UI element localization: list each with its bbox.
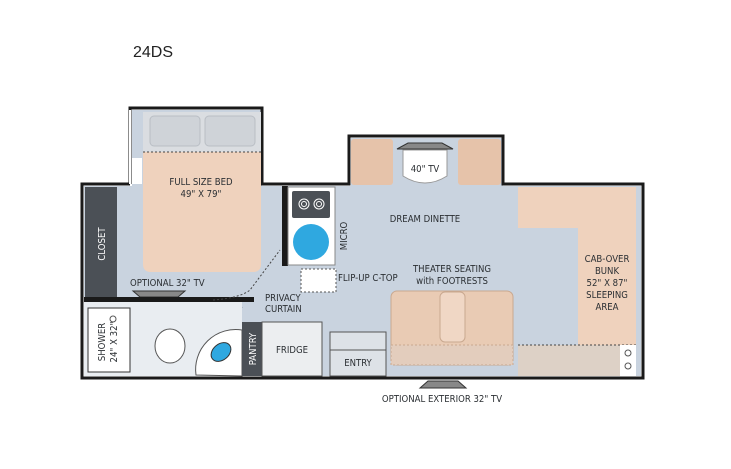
cab-over-label: CAB-OVER <box>585 254 630 265</box>
privacy-label: PRIVACY <box>265 293 301 304</box>
pillow <box>149 115 201 147</box>
bath-wall <box>84 297 254 302</box>
micro-label: MICRO <box>339 221 350 250</box>
exterior-tv-icon <box>418 380 468 389</box>
bed-label: FULL SIZE BED <box>169 177 233 188</box>
tv-icon <box>396 142 454 150</box>
bed-side-step <box>132 158 142 184</box>
flip-up-countertop <box>300 268 337 293</box>
closet <box>85 187 117 297</box>
kitchen-sink <box>293 224 329 260</box>
dinette-seat-right <box>458 139 501 185</box>
cab-over-bunk <box>518 187 636 345</box>
dinette-table <box>402 149 448 184</box>
theater-label: THEATER SEATING <box>412 264 491 275</box>
pantry-label: PANTRY <box>248 332 259 365</box>
cooktop <box>292 191 330 218</box>
optional-tv-label: OPTIONAL 32" TV <box>130 278 205 289</box>
bunk-size: 52" X 87" <box>587 278 628 289</box>
toilet <box>154 328 186 364</box>
fridge-label: FRIDGE <box>276 345 308 356</box>
shower-size: 24" X 32" <box>109 321 120 362</box>
pillow <box>204 115 256 147</box>
bath-sink <box>210 342 232 362</box>
footrests <box>390 344 514 366</box>
entry-door <box>329 331 387 377</box>
bed <box>143 152 261 272</box>
closet-label: CLOSET <box>97 227 108 261</box>
privacy-curtain <box>212 249 281 301</box>
exterior-tv-label: OPTIONAL EXTERIOR 32" TV <box>382 394 502 405</box>
dinette-label: DREAM DINETTE <box>390 214 460 225</box>
cab-seats <box>518 345 620 376</box>
flip-up-label: FLIP-UP C-TOP <box>338 273 398 284</box>
entry-label: ENTRY <box>344 358 372 369</box>
area-label: AREA <box>595 302 618 313</box>
tv40-label: 40" TV <box>411 164 440 175</box>
shower <box>87 307 131 373</box>
dinette-seat-left <box>351 139 393 185</box>
theater-sublabel: with FOOTRESTS <box>416 276 488 287</box>
fridge <box>261 321 323 377</box>
bed-size: 49" X 79" <box>181 189 222 200</box>
shower-label: SHOWER <box>97 323 108 361</box>
pantry <box>242 322 262 376</box>
sleeping-label: SLEEPING <box>586 290 628 301</box>
curtain-label: CURTAIN <box>265 304 302 315</box>
model-name: 24DS <box>133 44 173 61</box>
bunk-label: BUNK <box>595 266 620 277</box>
exterior-walls <box>80 106 645 380</box>
tv-icon <box>131 290 187 298</box>
